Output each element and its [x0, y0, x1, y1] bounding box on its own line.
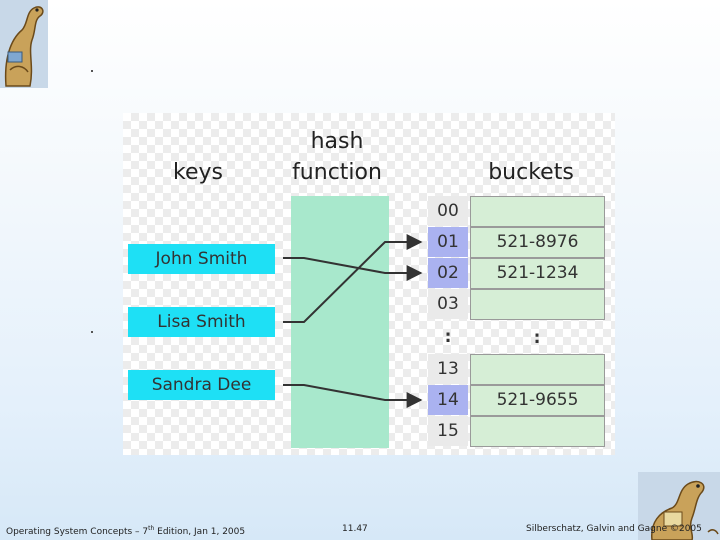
bucket-cell: 521-9655	[470, 385, 605, 416]
footer-course-title: Operating System Concepts – 7th Edition,…	[6, 525, 246, 537]
bucket-cell	[470, 196, 605, 227]
dinosaur-reading-logo-icon	[638, 472, 720, 540]
bucket-cell: 521-8976	[470, 227, 605, 258]
keys-header: keys	[173, 160, 223, 185]
key-lisa-smith: Lisa Smith	[128, 307, 275, 337]
index-cell: 03	[428, 289, 468, 319]
decor-dot	[91, 331, 93, 333]
bucket-cell	[470, 354, 605, 385]
bucket-ellipsis: :	[533, 328, 541, 348]
decor-dot	[91, 70, 93, 72]
index-cell-active: 14	[428, 385, 468, 415]
bucket-cell: 521-1234	[470, 258, 605, 289]
hash-function-column	[291, 196, 389, 448]
index-cell: 15	[428, 416, 468, 446]
arrow-lisa-smith	[283, 234, 423, 323]
dinosaur-logo-icon	[0, 0, 48, 88]
footer-page-number: 11.47	[342, 524, 368, 534]
key-sandra-dee: Sandra Dee	[128, 370, 275, 400]
bucket-cell	[470, 289, 605, 320]
hash-table-figure: keys hash function buckets John Smith Li…	[123, 113, 615, 455]
hash-header-line2: function	[292, 160, 382, 185]
index-cell: 00	[428, 196, 468, 226]
hash-header-line1: hash	[310, 129, 364, 154]
buckets-header: buckets	[488, 160, 574, 185]
index-cell: 13	[428, 354, 468, 384]
arrow-john-smith	[283, 257, 423, 281]
bucket-cell	[470, 416, 605, 447]
index-cell-active: 01	[428, 227, 468, 257]
key-john-smith: John Smith	[128, 244, 275, 274]
arrow-sandra-dee	[283, 384, 423, 408]
index-ellipsis: :	[444, 327, 452, 347]
footer-copyright: Silberschatz, Galvin and Gagne ©2005	[526, 524, 702, 534]
mapping-arrows	[283, 234, 423, 408]
index-cell-active: 02	[428, 258, 468, 288]
